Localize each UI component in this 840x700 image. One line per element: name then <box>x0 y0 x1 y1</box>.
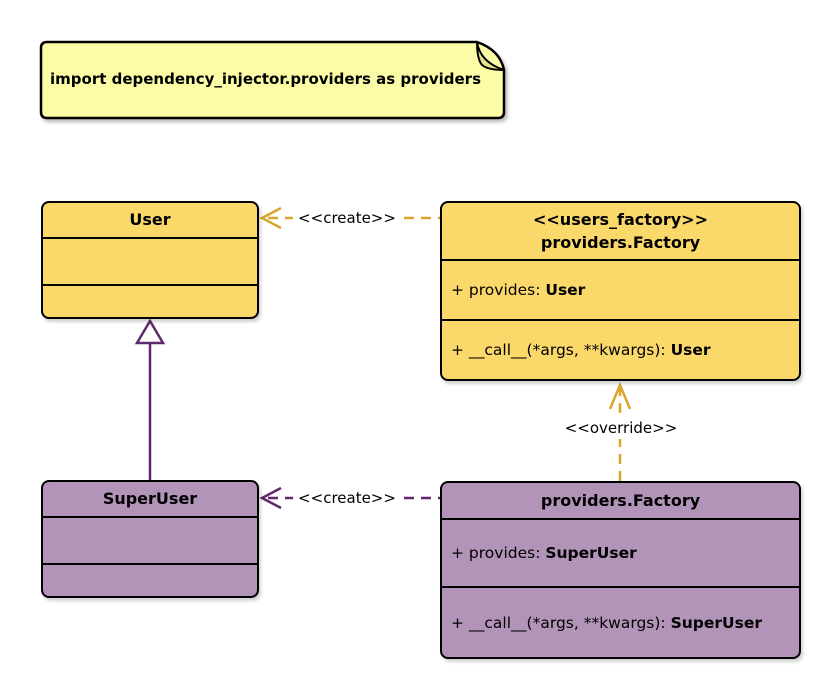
import-note-text: import dependency_injector.providers as … <box>50 70 482 88</box>
class-super-user-factory-methods: + __call__(*args, **kwargs): SuperUser <box>442 586 799 657</box>
note-shape <box>39 40 506 120</box>
class-users-factory-stereotype: <<users_factory>> <box>532 209 708 229</box>
class-super-user-title: SuperUser <box>43 482 257 516</box>
class-users-factory-name: providers.Factory <box>540 233 701 252</box>
class-users-factory-attributes: + provides: User <box>442 259 799 319</box>
method-text: + __call__(*args, **kwargs): User <box>451 341 711 359</box>
import-note: import dependency_injector.providers as … <box>41 42 513 116</box>
class-users-factory: <<users_factory>> providers.Factory + pr… <box>440 201 801 381</box>
inheritance-edge <box>134 318 166 480</box>
note-fold-icon <box>476 41 505 71</box>
class-super-user-factory: providers.Factory + provides: SuperUser … <box>440 481 801 659</box>
class-user-title: User <box>43 203 257 237</box>
class-super-user: SuperUser <box>41 480 259 598</box>
class-user-attributes <box>43 237 257 284</box>
create-user-arrowhead-icon <box>259 206 282 230</box>
class-users-factory-title: <<users_factory>> providers.Factory <box>442 203 799 259</box>
attribute-text: + provides: User <box>451 281 586 299</box>
override-edge <box>608 381 632 481</box>
class-super-user-methods <box>43 563 257 596</box>
class-super-user-factory-title: providers.Factory <box>442 483 799 518</box>
class-super-user-attributes <box>43 516 257 563</box>
inheritance-triangle-icon <box>134 318 166 345</box>
class-users-factory-methods: + __call__(*args, **kwargs): User <box>442 319 799 379</box>
edge-label-create-super-user: <<create>> <box>293 488 401 509</box>
class-super-user-name: SuperUser <box>102 489 198 509</box>
class-user-methods <box>43 284 257 317</box>
attribute-text: + provides: SuperUser <box>451 544 637 562</box>
class-user-name: User <box>129 210 171 230</box>
class-super-user-factory-attributes: + provides: SuperUser <box>442 518 799 586</box>
override-arrowhead-icon <box>608 381 632 410</box>
edge-label-create-user: <<create>> <box>293 208 401 229</box>
class-user: User <box>41 201 259 319</box>
edge-label-override: <<override>> <box>559 418 683 439</box>
method-text: + __call__(*args, **kwargs): SuperUser <box>451 613 762 632</box>
class-super-user-factory-name: providers.Factory <box>540 490 701 510</box>
create-super-user-arrowhead-icon <box>259 486 282 510</box>
